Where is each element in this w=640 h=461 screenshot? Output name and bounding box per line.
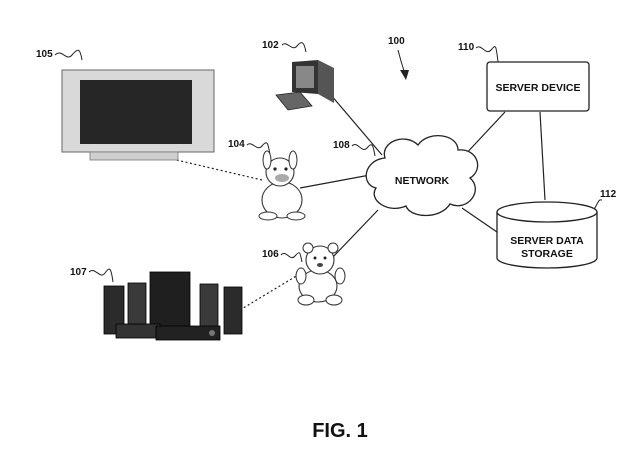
computer-keyboard (275, 91, 313, 111)
dotted-link-speakers-bear (239, 274, 299, 311)
dog-toy-leader (246, 142, 271, 156)
server-data-storage-label-1: SERVER DATA (510, 235, 584, 247)
link-server-network (461, 111, 506, 159)
server-data-storage-label-2: STORAGE (521, 248, 573, 260)
television-node: 105 (36, 49, 215, 161)
speaker-left-outer (103, 285, 125, 335)
link-bear-network (331, 209, 379, 259)
speaker-center (115, 323, 161, 339)
teddy-bear-node: 106 (262, 242, 346, 306)
speaker-right-inner (199, 283, 219, 329)
teddy-bear-eye-left (313, 256, 317, 260)
teddy-bear-arm-right (334, 267, 346, 285)
server-device-leader (475, 46, 499, 63)
system-ref-label: 100 (388, 36, 405, 47)
teddy-bear-eye-right (323, 256, 327, 260)
server-device-node: 110 SERVER DEVICE (458, 42, 590, 112)
server-data-storage-cylinder (496, 212, 598, 269)
teddy-bear-foot-right (325, 294, 343, 306)
computer-node: 102 (262, 40, 334, 111)
computer-screen (296, 66, 314, 88)
teddy-bear-arm-left (295, 267, 307, 285)
teddy-bear-nose (317, 263, 323, 267)
teddy-bear-ear-left (302, 242, 314, 254)
server-data-storage-ref: 112 (600, 189, 617, 200)
network-node: 108 NETWORK (333, 134, 479, 217)
server-device-label: SERVER DEVICE (496, 82, 581, 94)
teddy-bear-ear-right (327, 242, 339, 254)
television-screen (80, 80, 192, 144)
dog-toy-foot-right (286, 211, 306, 221)
teddy-bear-leader (280, 252, 303, 263)
dog-toy-node: 104 (228, 139, 306, 221)
computer-ref: 102 (262, 40, 279, 51)
server-device-box (486, 61, 590, 112)
dog-toy-eye-right (284, 167, 288, 171)
television-ref: 105 (36, 49, 53, 60)
speaker-receiver-knob (209, 330, 215, 336)
speaker-left-inner (127, 282, 147, 329)
computer-monitor-side (318, 60, 334, 103)
network-cloud (365, 134, 479, 217)
link-server-storage (539, 111, 546, 201)
server-data-storage-top (496, 201, 598, 223)
dotted-link-tv-dog (167, 157, 263, 181)
teddy-bear-ref: 106 (262, 249, 279, 260)
dog-toy-ear-right (288, 150, 298, 170)
teddy-bear-foot-left (297, 294, 315, 306)
television-leader (54, 49, 83, 61)
network-ref: 108 (333, 140, 350, 151)
server-device-ref: 110 (458, 42, 475, 53)
link-storage-network (461, 207, 498, 233)
system-ref-arrowhead (400, 70, 409, 80)
speaker-receiver (155, 325, 221, 341)
link-computer-network (324, 87, 383, 156)
speaker-system-node: 107 (70, 267, 243, 341)
speaker-right-outer (223, 286, 243, 335)
figure-caption: FIG. 1 (312, 420, 368, 442)
network-leader (351, 144, 376, 157)
speaker-system-leader (88, 268, 114, 283)
speaker-system-ref: 107 (70, 267, 87, 278)
television-stand (89, 151, 179, 161)
server-data-storage-node: 112 SERVER DATA STORAGE (496, 189, 617, 269)
teddy-bear-head (305, 245, 335, 275)
speaker-subwoofer (149, 271, 191, 329)
dog-toy-eye-left (273, 167, 277, 171)
dog-toy-ear-left (262, 150, 272, 170)
dog-toy-snout (275, 174, 289, 182)
link-dog-network (299, 174, 371, 189)
dog-toy-ref: 104 (228, 139, 245, 150)
network-label: NETWORK (395, 175, 450, 187)
dog-toy-foot-left (258, 211, 278, 221)
computer-leader (281, 42, 307, 53)
